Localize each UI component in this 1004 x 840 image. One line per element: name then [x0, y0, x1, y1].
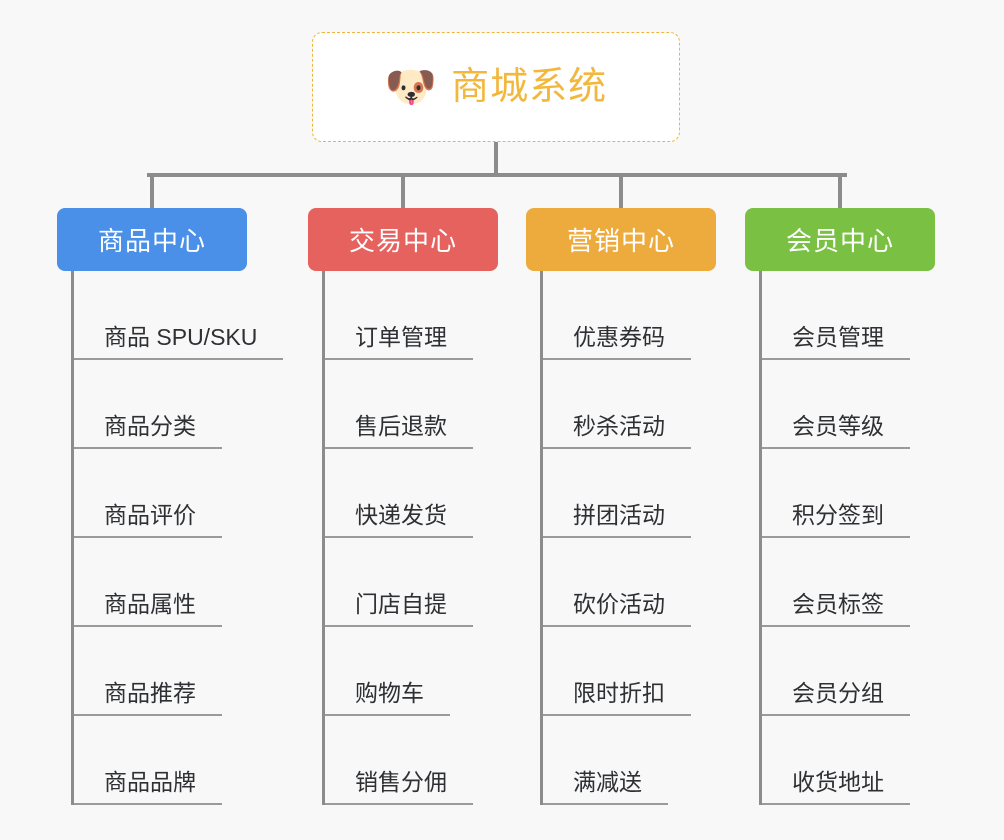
leaf-item-label: 商品属性 — [74, 590, 222, 627]
leaf-item[interactable]: 拼团活动 — [543, 449, 716, 538]
category-header-label: 营销中心 — [566, 226, 675, 256]
leaf-item-label: 购物车 — [325, 679, 450, 716]
leaf-item[interactable]: 商品推荐 — [74, 627, 247, 716]
leaf-item-label: 会员分组 — [762, 679, 910, 716]
column-trade-center: 交易中心订单管理售后退款快递发货门店自提购物车销售分佣 — [308, 208, 498, 805]
leaf-item-label: 快递发货 — [325, 501, 473, 538]
leaf-item-label: 秒杀活动 — [543, 412, 691, 449]
leaf-item[interactable]: 砍价活动 — [543, 538, 716, 627]
leaf-item[interactable]: 会员等级 — [762, 360, 935, 449]
leaf-item[interactable]: 满减送 — [543, 716, 716, 805]
connector-stem — [494, 142, 498, 176]
leaf-list-member-center: 会员管理会员等级积分签到会员标签会员分组收货地址 — [759, 271, 935, 805]
leaf-item-label: 售后退款 — [325, 412, 473, 449]
leaf-item-label: 收货地址 — [762, 768, 910, 805]
leaf-item[interactable]: 销售分佣 — [325, 716, 498, 805]
category-header-label: 会员中心 — [785, 226, 894, 256]
leaf-item-label: 会员标签 — [762, 590, 910, 627]
leaf-item-label: 积分签到 — [762, 501, 910, 538]
column-product-center: 商品中心商品 SPU/SKU 商品分类商品评价商品属性商品推荐商品品牌 — [57, 208, 284, 805]
leaf-item-label: 限时折扣 — [543, 679, 691, 716]
shiba-dog-face-icon: 🐶 — [384, 63, 438, 110]
category-header-trade-center[interactable]: 交易中心 — [308, 208, 498, 271]
leaf-list-product-center: 商品 SPU/SKU 商品分类商品评价商品属性商品推荐商品品牌 — [71, 271, 284, 805]
leaf-item[interactable]: 会员管理 — [762, 271, 935, 360]
leaf-item-label: 订单管理 — [325, 323, 473, 360]
connector-drop-member-center — [838, 173, 842, 210]
leaf-item-label: 满减送 — [543, 768, 668, 805]
leaf-item-label: 销售分佣 — [325, 768, 473, 805]
leaf-item-label: 砍价活动 — [543, 590, 691, 627]
leaf-item[interactable]: 售后退款 — [325, 360, 498, 449]
leaf-item-label: 会员等级 — [762, 412, 910, 449]
category-header-label: 交易中心 — [348, 226, 457, 256]
category-header-marketing-center[interactable]: 营销中心 — [526, 208, 716, 271]
leaf-list-marketing-center: 优惠券码秒杀活动拼团活动砍价活动限时折扣满减送 — [540, 271, 716, 805]
leaf-item[interactable]: 会员分组 — [762, 627, 935, 716]
leaf-item-label: 商品品牌 — [74, 768, 222, 805]
leaf-item[interactable]: 商品 SPU/SKU — [74, 271, 284, 360]
leaf-item[interactable]: 门店自提 — [325, 538, 498, 627]
leaf-item[interactable]: 会员标签 — [762, 538, 935, 627]
leaf-item[interactable]: 商品评价 — [74, 449, 247, 538]
connector-drop-trade-center — [401, 173, 405, 210]
leaf-item[interactable]: 秒杀活动 — [543, 360, 716, 449]
root-node-shop-system[interactable]: 🐶 商城系统 — [312, 32, 680, 142]
leaf-item[interactable]: 商品品牌 — [74, 716, 247, 805]
leaf-item-label: 商品分类 — [74, 412, 222, 449]
leaf-item[interactable]: 优惠券码 — [543, 271, 716, 360]
column-member-center: 会员中心会员管理会员等级积分签到会员标签会员分组收货地址 — [745, 208, 935, 805]
leaf-item-label: 商品 SPU/SKU — [74, 323, 284, 360]
connector-drop-marketing-center — [619, 173, 623, 210]
leaf-item-label: 拼团活动 — [543, 501, 691, 538]
category-header-member-center[interactable]: 会员中心 — [745, 208, 935, 271]
leaf-item[interactable]: 收货地址 — [762, 716, 935, 805]
leaf-item-label: 商品推荐 — [74, 679, 222, 716]
leaf-item[interactable]: 购物车 — [325, 627, 498, 716]
leaf-item-label: 会员管理 — [762, 323, 910, 360]
leaf-item[interactable]: 快递发货 — [325, 449, 498, 538]
leaf-item[interactable]: 积分签到 — [762, 449, 935, 538]
connector-bus — [147, 173, 847, 177]
leaf-list-trade-center: 订单管理售后退款快递发货门店自提购物车销售分佣 — [322, 271, 498, 805]
leaf-item[interactable]: 商品属性 — [74, 538, 247, 627]
leaf-item[interactable]: 限时折扣 — [543, 627, 716, 716]
leaf-item-label: 门店自提 — [325, 590, 473, 627]
category-header-product-center[interactable]: 商品中心 — [57, 208, 247, 271]
leaf-item-label: 商品评价 — [74, 501, 222, 538]
column-marketing-center: 营销中心优惠券码秒杀活动拼团活动砍价活动限时折扣满减送 — [526, 208, 716, 805]
leaf-item[interactable]: 商品分类 — [74, 360, 247, 449]
leaf-item[interactable]: 订单管理 — [325, 271, 498, 360]
category-header-label: 商品中心 — [97, 226, 206, 256]
leaf-item-label: 优惠券码 — [543, 323, 691, 360]
connector-drop-product-center — [150, 173, 154, 210]
root-node-title: 商城系统 — [451, 66, 608, 108]
